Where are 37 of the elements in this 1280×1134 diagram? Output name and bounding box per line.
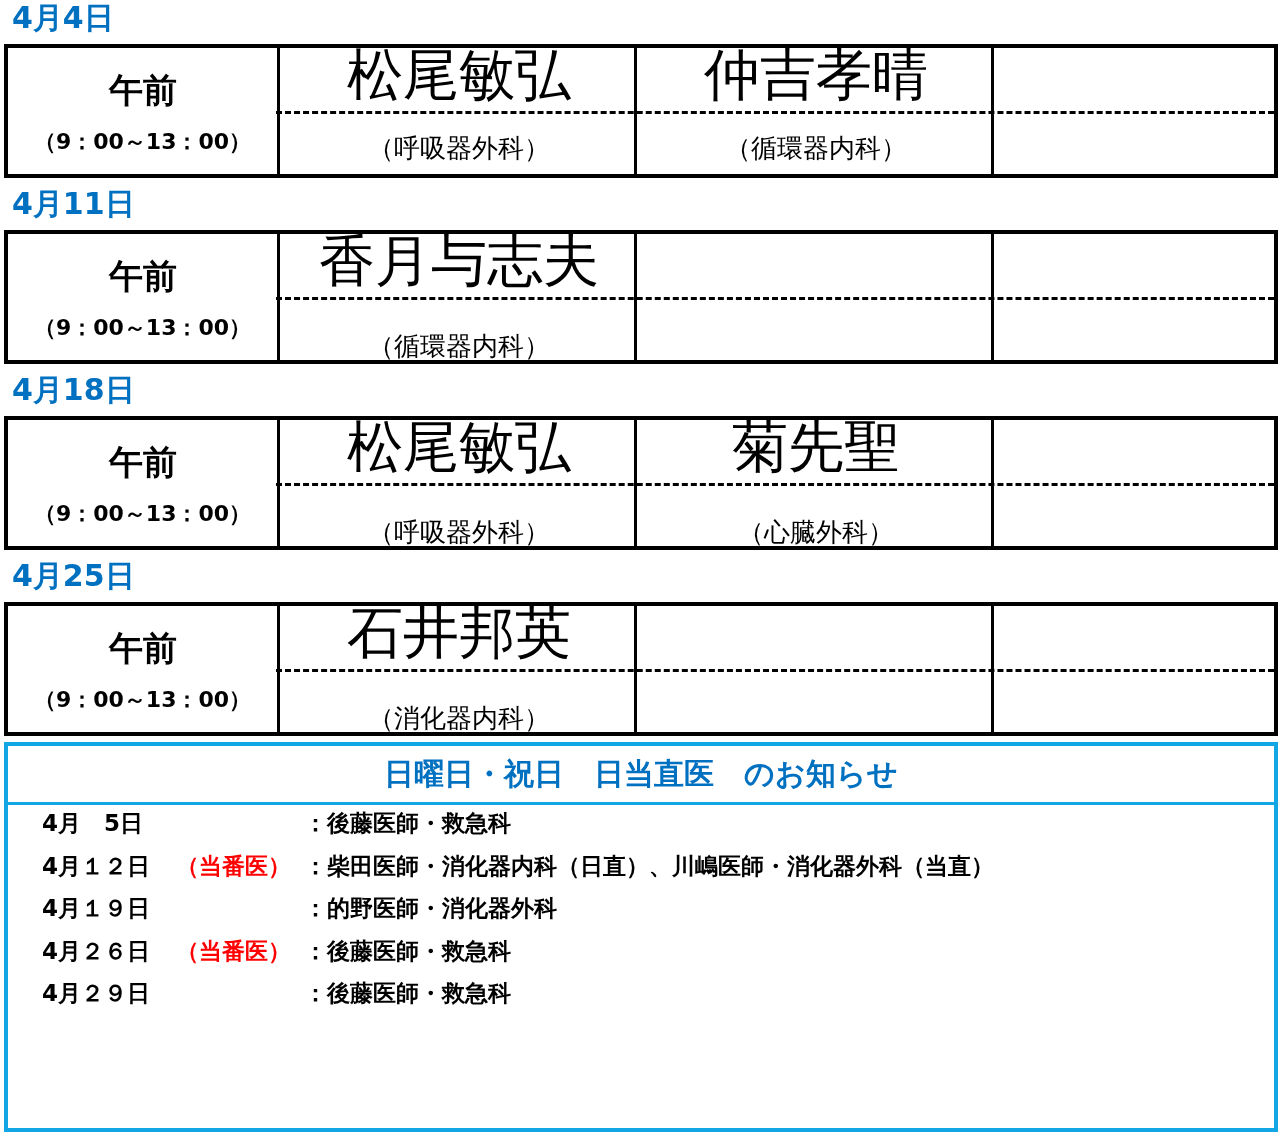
date-heading: 4月25日 [12,558,135,594]
duty-doctor-entry: ：後藤医師・救急科 [304,936,511,966]
department-label: （心臓外科） [736,516,895,548]
duty-date: 4月 5日 [42,809,143,838]
duty-doctor-entry: ：後藤医師・救急科 [304,979,511,1008]
on-duty-tag: （当番医） [176,935,291,966]
department-label: （循環器内科） [366,330,551,362]
time-slot-label: 午前 [107,70,178,110]
date-heading: 4月4日 [12,0,114,36]
doctor-name: 香月与志夫 [317,228,600,294]
doctor-name: 菊先聖 [730,414,901,480]
time-range-label: （9：00～13：00） [32,128,253,156]
time-slot-label: 午前 [107,442,178,482]
time-range-label: （9：00～13：00） [32,314,253,342]
department-label: （消化器内科） [366,702,551,734]
duty-doctor-entry: ：的野医師・消化器外科 [304,894,557,923]
notice-title: 日曜日・祝日 日当直医 のお知らせ [383,755,899,793]
doctor-name: 石井邦英 [345,600,572,666]
department-label: （呼吸器外科） [366,516,551,548]
time-range-label: （9：00～13：00） [32,500,253,528]
time-slot-label: 午前 [107,628,178,668]
duty-date: 4月１９日 [42,894,150,923]
duty-date: 4月１２日 [42,851,150,881]
date-heading: 4月18日 [12,372,135,408]
department-label: （循環器内科） [723,132,908,164]
duty-date: 4月２６日 [42,936,150,966]
doctor-name: 仲吉孝晴 [702,42,929,108]
duty-doctor-entry: ：柴田医師・消化器内科（日直）、川嶋医師・消化器外科（当直） [304,851,994,881]
duty-date: 4月２９日 [42,979,150,1008]
doctor-name: 松尾敏弘 [345,414,572,480]
date-heading: 4月11日 [12,186,135,222]
time-range-label: （9：00～13：00） [32,686,253,714]
department-label: （呼吸器外科） [366,132,551,164]
duty-doctor-entry: ：後藤医師・救急科 [304,809,511,838]
on-duty-tag: （当番医） [176,850,291,881]
doctor-name: 松尾敏弘 [345,42,572,108]
time-slot-label: 午前 [107,256,178,296]
